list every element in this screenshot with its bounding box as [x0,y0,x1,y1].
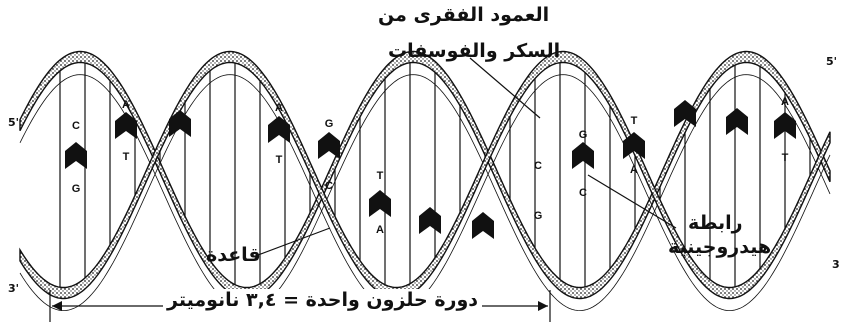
base-letter-bottom-7: C [579,187,587,199]
base-letter-bottom-1: G [72,183,81,195]
base-marker [318,132,340,159]
base-letter-top-6: C [534,160,542,172]
base-letter-top-2: A [122,99,130,111]
base-letter-bottom-8: A [630,164,638,176]
base-letter-top-4: G [325,118,334,130]
backbone-pointer-line [470,58,540,118]
base-marker [726,108,748,135]
base-marker [65,142,87,169]
base-marker [419,207,441,234]
base-letter-bottom-3: T [276,154,283,166]
backbone-label-line1: العمود الفقرى من [378,4,549,26]
base-letter-top-8: T [631,115,638,127]
hydrogen-bond-label-line2: هيدروجينية [668,236,771,258]
base-letter-bottom-4: C [325,180,333,192]
base-letter-bottom-2: T [123,151,130,163]
sugar-phosphate-backbone-strand-2 [20,52,830,299]
base-label: قاعدة [206,244,261,266]
hydrogen-bond-pointer-line [588,175,676,228]
base-letter-bottom-5: A [376,224,384,236]
base-letter-top-7: G [579,129,588,141]
helix-turn-length-label: دورة حلزون واحدة = ٣,٤ نانوميتر [163,289,482,311]
strand-end-bottom-left: 3' [8,282,19,295]
base-marker [472,212,494,239]
base-letter-top-5: T [377,170,384,182]
base-letter-top-9: A [781,96,789,108]
strand-end-top-right: 5' [826,55,837,68]
base-letter-top-3: A [275,102,283,114]
base-marker [369,190,391,217]
strand-end-top-left: 5' [8,116,19,129]
base-letter-top-1: C [72,120,80,132]
dimension-arrowhead-right [538,301,548,311]
base-letter-bottom-9: T [782,152,789,164]
backbone-label-line2: السكر والفوسفات [388,40,560,62]
strand-end-bottom-right: 3 [832,258,840,271]
hydrogen-bond-label-line1: رابطة [688,212,743,234]
base-marker [572,142,594,169]
base-letter-bottom-6: G [534,210,543,222]
